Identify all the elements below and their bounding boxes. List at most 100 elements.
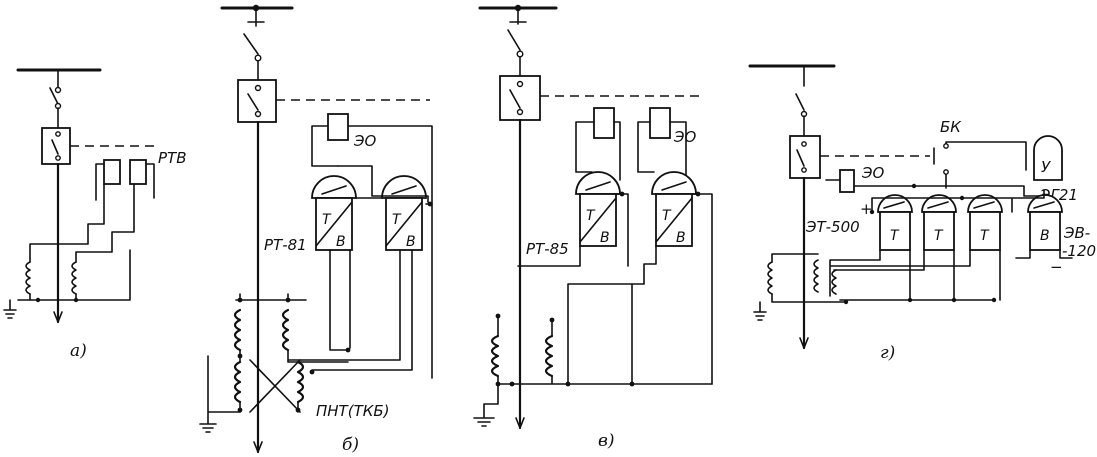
node-a1: [35, 297, 41, 303]
pnt-b-1: [233, 360, 242, 404]
cross-connection-b: [249, 359, 301, 413]
panel-v: ЭО Т В Т В РТ-85: [473, 4, 713, 451]
breaker-v-bot: [516, 108, 524, 116]
transformer-label-b: ПНТ(ТКБ): [316, 402, 390, 420]
node-g-r: [959, 195, 965, 201]
caption-g: г): [880, 343, 895, 363]
relay-g4-v: В: [1040, 228, 1050, 244]
ct-b-2: [281, 308, 290, 352]
relay-wiring-g: [829, 249, 1073, 301]
feeder-arrow-v: [515, 417, 525, 429]
relay-v2-v: В: [676, 230, 686, 246]
minus-sign: −: [1050, 258, 1063, 276]
breaker-g-blade: [796, 149, 805, 167]
coil-label-g: ЭО: [861, 164, 884, 182]
breaker-v-blade: [509, 89, 521, 109]
ground-g: [753, 253, 847, 321]
ground-v: [473, 383, 499, 427]
node-b-r: [427, 201, 433, 207]
node-b2: [285, 297, 291, 303]
relay-rtv-1: [103, 159, 121, 185]
node-g1: [907, 297, 913, 303]
disconnector-blade-v: [507, 29, 521, 51]
node-v4: [509, 381, 515, 387]
relay-et500-3: [967, 194, 1003, 251]
relay-b1-v: В: [336, 234, 346, 250]
node-v2: [549, 317, 555, 323]
node-v5: [565, 381, 571, 387]
bk-label: БК: [940, 118, 962, 136]
relay-et500-1: [877, 194, 913, 251]
ct-wiring-b: [235, 249, 401, 413]
disc-bot-v: [516, 50, 524, 58]
ground-a: [3, 299, 31, 319]
coil-wiring-v: [575, 121, 687, 181]
trip-coil-v-1: [593, 107, 615, 139]
node-v1: [495, 313, 501, 319]
ct-return-a: [29, 249, 131, 301]
relay-rtv-2: [129, 159, 147, 185]
breaker-g-top: [801, 141, 807, 147]
ct-g-1: [767, 261, 773, 295]
panel-a: РТВ а): [3, 68, 187, 361]
relay-g2-t: Т: [934, 228, 944, 244]
relay-g3-t: Т: [980, 228, 990, 244]
u-label: У: [1041, 158, 1051, 176]
relay-b2-t: Т: [392, 212, 402, 228]
disconnector-blade-b: [243, 33, 259, 55]
relay-b2-v: В: [406, 234, 416, 250]
ct-wiring-v: [497, 283, 713, 385]
coil-wiring-b: [311, 125, 433, 379]
breaker-b-top: [254, 84, 262, 92]
ct-v-2: [544, 334, 554, 378]
relay-label-b: РТ-81: [264, 236, 307, 254]
trip-coil-b: [327, 113, 349, 141]
relay-wiring-v: [517, 193, 713, 385]
bk-node-2: [943, 169, 949, 175]
ev-label-2: -120: [1062, 242, 1096, 260]
relay-v2-t: Т: [662, 208, 672, 224]
pnt-b-2: [296, 360, 305, 404]
feeder-arrow-g: [799, 337, 809, 349]
node-b4: [237, 353, 243, 359]
disconnector-top-a: [54, 86, 62, 94]
node-g-plus: [869, 209, 875, 215]
ct-a-1: [25, 261, 31, 295]
relay-v1-v: В: [600, 230, 610, 246]
disconnector-blade-g: [795, 93, 805, 111]
breaker-a-blade: [51, 139, 59, 155]
breaker-b-blade: [247, 93, 259, 111]
caption-v: в): [598, 431, 615, 451]
breaker-a-top: [55, 131, 61, 137]
u-device: [1033, 135, 1063, 181]
breaker-b-bot: [254, 110, 262, 118]
node-b1: [237, 297, 243, 303]
ground-b: [199, 355, 241, 433]
ct-g-2: [813, 259, 819, 293]
breaker-g-bot: [801, 167, 807, 173]
relay-label-g: ЭТ-500: [805, 218, 860, 236]
ct-a-2: [71, 261, 77, 295]
node-g2: [951, 297, 957, 303]
feeder-arrow-b: [253, 441, 263, 453]
relay-rt81-2: [381, 175, 427, 251]
node-g4: [843, 299, 849, 305]
coil-leads-g: [825, 179, 915, 187]
node-b7: [309, 369, 315, 375]
relay-b1-t: Т: [322, 212, 332, 228]
coil-label-v: ЭО: [673, 128, 696, 146]
relay-et500-2: [921, 194, 957, 251]
node-b3: [345, 347, 351, 353]
node-b6: [295, 407, 301, 413]
coil-label-b: ЭО: [353, 132, 376, 150]
caption-b: б): [342, 435, 359, 455]
breaker-a-bot: [55, 155, 61, 161]
trip-coil-g: [839, 169, 855, 193]
feeder-arrow-a: [53, 311, 63, 323]
node-a2: [73, 297, 79, 303]
ev-label: ЭВ-: [1063, 224, 1090, 242]
node-v6: [629, 381, 635, 387]
relay-rt81-1: [311, 175, 357, 251]
panel-g: БК У ЭГ21 ЭО Т Т: [748, 64, 1096, 363]
